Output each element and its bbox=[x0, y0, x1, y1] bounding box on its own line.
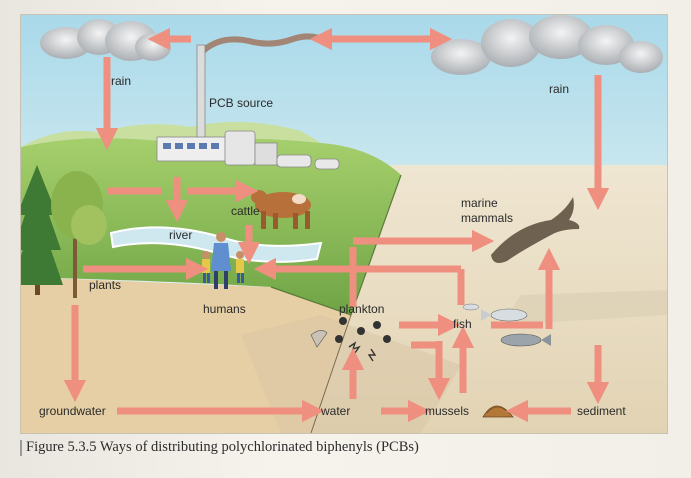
label-humans: humans bbox=[203, 302, 246, 316]
label-water: water bbox=[321, 404, 351, 418]
plankton-icon bbox=[310, 317, 391, 362]
label-pcb-source: PCB source bbox=[209, 96, 274, 110]
fish-icon bbox=[462, 303, 551, 347]
hills bbox=[21, 121, 321, 147]
diagram-frame: rain rain PCB source cattle river marine… bbox=[20, 14, 668, 434]
label-sediment: sediment bbox=[577, 404, 626, 418]
pcb-distribution-diagram bbox=[21, 15, 667, 433]
tree-icon bbox=[21, 165, 107, 298]
label-groundwater: groundwater bbox=[39, 404, 106, 418]
figure-caption: Figure 5.3.5 Ways of distributing polych… bbox=[26, 439, 419, 455]
label-fish: fish bbox=[453, 317, 472, 331]
cloud-right-icon bbox=[431, 15, 663, 75]
sea-band bbox=[501, 290, 667, 325]
label-marine-mammals-1: marine bbox=[461, 196, 498, 210]
label-rain-right: rain bbox=[549, 82, 570, 96]
label-river: river bbox=[169, 228, 193, 242]
label-rain-left: rain bbox=[111, 74, 132, 88]
label-plants: plants bbox=[89, 278, 122, 292]
factory-icon bbox=[156, 44, 340, 170]
marine-mammal-icon bbox=[491, 197, 580, 263]
label-plankton: plankton bbox=[339, 302, 385, 316]
caption-marker bbox=[20, 440, 22, 456]
label-mussels: mussels bbox=[425, 404, 470, 418]
flow-arrows bbox=[63, 27, 610, 423]
label-marine-mammals-2: mammals bbox=[461, 211, 514, 225]
label-cattle: cattle bbox=[231, 204, 260, 218]
